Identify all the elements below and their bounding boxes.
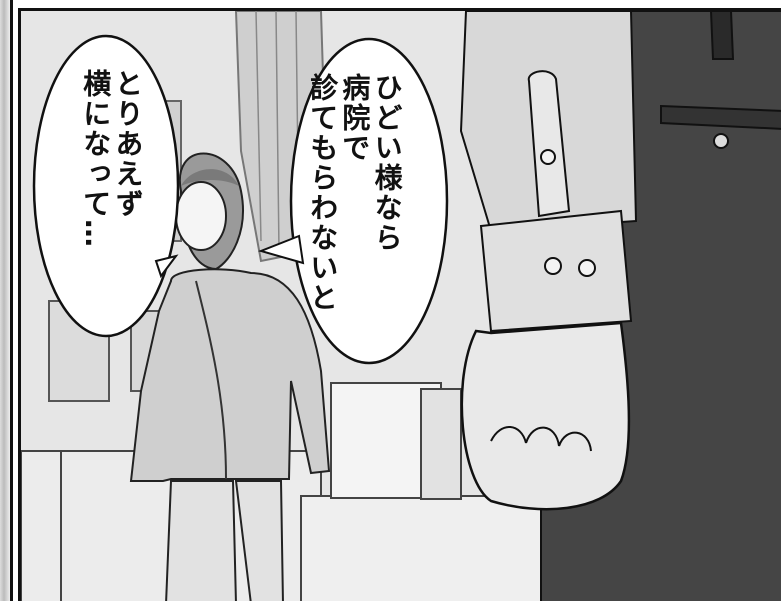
clenched-fist [460, 321, 631, 511]
adjacent-panel-edge [0, 0, 13, 601]
sleeve-placket [527, 70, 571, 218]
man-figure [459, 11, 781, 601]
speech-bubble-right [289, 37, 449, 365]
desk [300, 495, 552, 601]
speech-line: 横になって… [79, 69, 113, 249]
speech-bubble-left [32, 34, 180, 338]
speech-line: ひどい様なら [370, 73, 404, 253]
speech-line: とりあえず [111, 69, 145, 219]
belt-loop [709, 11, 735, 60]
speech-line: 病院で [338, 73, 372, 163]
speech-line: 診てもらわないと [306, 73, 340, 313]
speech-text-left: とりあえず 横になって… [79, 69, 145, 329]
panel-illustration [21, 11, 781, 601]
speech-text-right: ひどい様なら 病院で 診てもらわないと [306, 73, 403, 348]
pocket [660, 104, 781, 130]
woman-figure [129, 152, 331, 601]
comic-panel: とりあえず 横になって… ひどい様なら 病院で 診てもらわないと [18, 8, 781, 601]
